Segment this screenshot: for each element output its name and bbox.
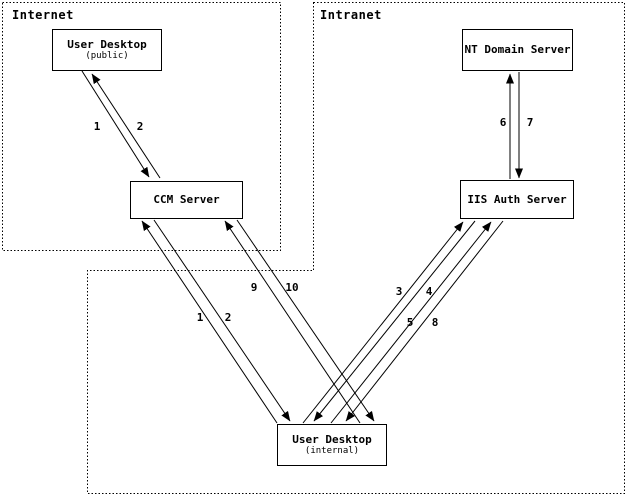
edge-int-ccm-10-line: [236, 219, 375, 422]
edge-int-ccm-9-line: [224, 220, 361, 424]
node-title: User Desktop: [67, 38, 147, 51]
internet-region-border: [2, 2, 281, 251]
edge-int-ccm-1-label: 1: [197, 311, 204, 324]
edge-int-iis-8-label: 8: [432, 316, 439, 329]
edge-nt-iis-7-label: 7: [527, 116, 534, 129]
edge-int-iis-5-label: 5: [407, 316, 414, 329]
edge-int-iis-5-line: [330, 221, 492, 424]
node-title: User Desktop: [292, 433, 372, 446]
node-subtitle: (public): [85, 51, 129, 61]
region-label-internet: Internet: [12, 8, 74, 22]
node-nt-domain-server: NT Domain Server: [462, 29, 573, 71]
edge-int-iis-3-line: [302, 221, 464, 424]
edge-int-ccm-1-line: [141, 220, 278, 424]
node-title: CCM Server: [153, 193, 220, 206]
node-iis-auth-server: IIS Auth Server: [460, 180, 574, 219]
edge-int-ccm-2-line: [153, 219, 291, 422]
region-label-intranet: Intranet: [320, 8, 382, 22]
node-subtitle: (internal): [304, 446, 360, 456]
edge-layer: 1 2 1 2 9 10 3 4 5 8 6 7: [81, 70, 534, 424]
intranet-region-border: [87, 2, 625, 494]
edge-int-iis-8-line: [345, 220, 504, 422]
edge-int-iis-4-line: [313, 220, 476, 422]
edge-pub-ccm-1-line: [81, 70, 150, 178]
node-user-desktop-public: User Desktop (public): [52, 29, 162, 71]
node-title: NT Domain Server: [464, 43, 571, 56]
edge-int-ccm-10-label: 10: [285, 281, 298, 294]
edge-pub-ccm-1-label: 1: [94, 120, 101, 133]
node-title: IIS Auth Server: [467, 192, 567, 206]
edge-int-ccm-9-label: 9: [251, 281, 258, 294]
edge-int-ccm-2-label: 2: [225, 311, 232, 324]
edge-pub-ccm-2-label: 2: [137, 120, 144, 133]
node-user-desktop-internal: User Desktop (internal): [277, 424, 387, 466]
edge-int-iis-3-label: 3: [396, 285, 403, 298]
edge-iis-nt-6-label: 6: [500, 116, 507, 129]
node-ccm-server: CCM Server: [130, 181, 243, 219]
edge-pub-ccm-2-line: [91, 73, 161, 179]
edge-int-iis-4-label: 4: [426, 285, 433, 298]
